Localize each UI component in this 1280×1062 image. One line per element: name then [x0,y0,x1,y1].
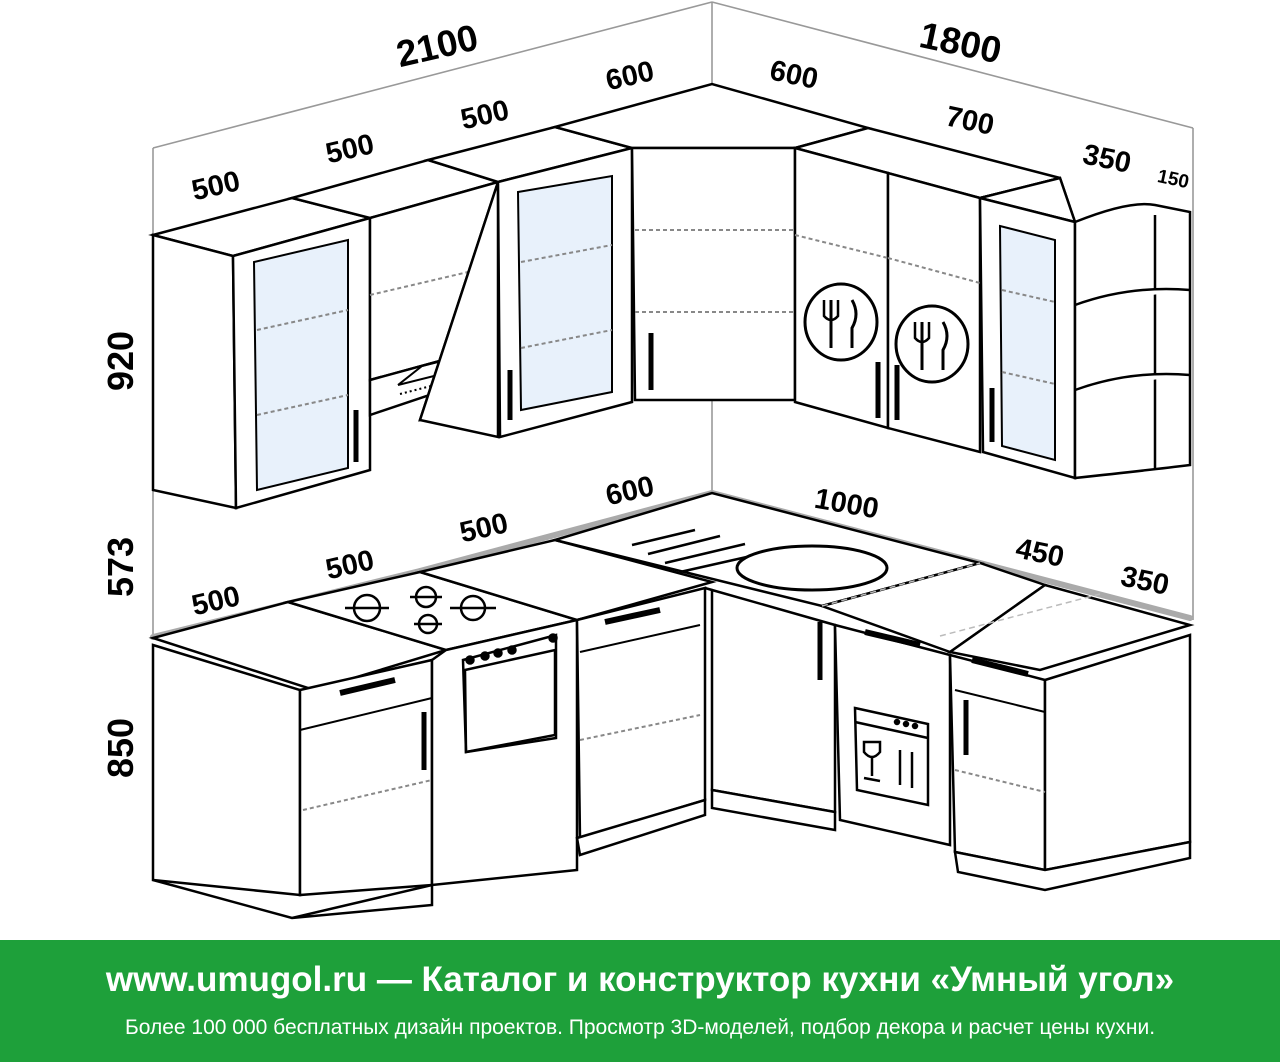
upper-cabinet-middle-glass [418,125,637,439]
dim-upper-corner-left: 600 [603,55,657,97]
dim-upper-left-3: 500 [458,94,512,136]
lower-cabinet-right [946,583,1195,892]
dim-upper-right-2: 350 [1080,139,1134,180]
fork-knife-icon [894,304,970,384]
dim-lower-right-3: 350 [1118,561,1172,602]
dim-upper-right-1: 700 [943,101,997,142]
sink-counter [550,491,985,608]
kitchen-diagram: 2100 1800 500 500 500 600 600 700 350 15… [100,1,1195,920]
upper-cabinet-left-glass [148,196,375,510]
promo-banner: www.umugol.ru — Каталог и конструктор ку… [0,940,1280,1062]
cooker [430,618,579,887]
dim-height-lower: 850 [100,718,141,778]
banner-subtitle: Более 100 000 бесплатных дизайн проектов… [124,1016,1156,1039]
upper-cabinet-corner [550,82,873,402]
fork-knife-icon [803,282,879,362]
kitchen-drawing: 2100 1800 500 500 500 600 600 700 350 15… [100,1,1195,920]
dim-height-gap: 573 [100,537,141,597]
dim-upper-right-3: 150 [1155,166,1190,193]
dishwasher-icon [853,706,930,807]
banner-title[interactable]: www.umugol.ru — Каталог и конструктор ку… [105,960,1175,999]
lower-cabinet-corner [704,586,837,832]
dim-lower-left-3: 500 [457,507,511,549]
upper-cabinet-right-double [790,126,1061,454]
dim-lower-right-2: 450 [1013,533,1067,574]
dim-lower-left-2: 500 [323,544,377,586]
dim-upper-total-right: 1800 [916,14,1005,71]
dim-lower-corner: 600 [603,470,657,512]
dim-upper-corner-right: 600 [767,55,821,96]
upper-cabinet-right-glass [978,176,1077,480]
dim-upper-left-2: 500 [323,128,377,170]
dishwasher [817,561,1048,847]
dim-height-upper: 920 [100,331,141,391]
upper-open-shelf [1073,202,1192,480]
dim-upper-left-1: 500 [189,165,243,207]
lower-cabinet-drawer [415,538,717,857]
lower-cabinet-left [148,600,451,920]
